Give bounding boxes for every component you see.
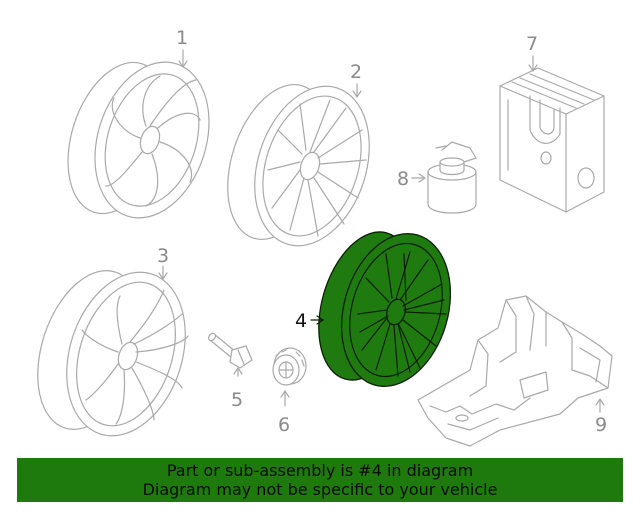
callout-8: 8: [397, 168, 409, 190]
part-1-wheel: [67, 61, 210, 219]
part-8-sealant-bottle: [427, 141, 477, 214]
part-9-tool-tray: [417, 295, 613, 447]
part-6-center-cap: [272, 347, 307, 386]
callout-4: 4: [295, 310, 307, 332]
callout-6: 6: [278, 414, 290, 436]
callout-7: 7: [526, 33, 538, 55]
part-7-repair-kit: [499, 67, 605, 213]
callout-2: 2: [350, 61, 362, 83]
part-5-lug-bolt: [207, 332, 253, 369]
part-2-wheel: [227, 83, 370, 247]
callout-1: 1: [176, 27, 188, 49]
banner-line-2: Diagram may not be specific to your vehi…: [142, 480, 498, 499]
banner-line-1: Part or sub-assembly is #4 in diagram: [166, 461, 474, 480]
part-3-wheel: [37, 270, 189, 437]
part-4-wheel-highlighted[interactable]: [303, 221, 468, 400]
callout-3: 3: [157, 245, 169, 267]
info-banner: Part or sub-assembly is #4 in diagram Di…: [17, 458, 623, 502]
callout-9: 9: [595, 414, 607, 436]
callout-5: 5: [231, 389, 243, 411]
